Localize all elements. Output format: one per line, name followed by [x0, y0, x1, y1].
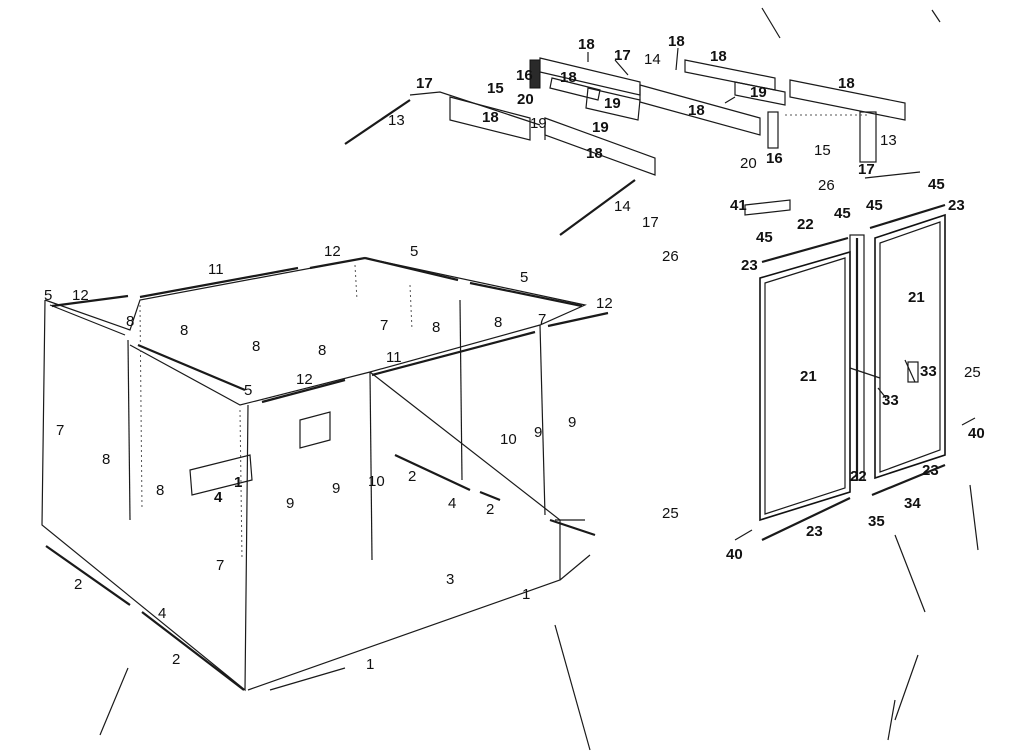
part-label-8: 8 — [102, 451, 110, 468]
part-label-8: 8 — [126, 313, 134, 330]
part-label-17: 17 — [614, 47, 631, 64]
part-label-15: 15 — [814, 142, 831, 159]
part-label-8: 8 — [432, 319, 440, 336]
part-label-20: 20 — [740, 155, 757, 172]
header-assembly — [344, 57, 921, 236]
part-label-45: 45 — [834, 205, 851, 222]
part-label-15: 15 — [487, 80, 504, 97]
part-label-45: 45 — [928, 176, 945, 193]
part-label-17: 17 — [416, 75, 433, 92]
part-label-25: 25 — [662, 505, 679, 522]
part-label-7: 7 — [538, 311, 546, 328]
part-label-14: 14 — [614, 198, 631, 215]
part-label-18: 18 — [838, 75, 855, 92]
part-label-21: 21 — [908, 289, 925, 306]
part-label-19: 19 — [530, 115, 547, 132]
part-label-9: 9 — [534, 424, 542, 441]
part-label-18: 18 — [688, 102, 705, 119]
part-label-12: 12 — [296, 371, 313, 388]
leader-lines — [99, 7, 979, 751]
part-label-8: 8 — [318, 342, 326, 359]
part-label-14: 14 — [644, 51, 661, 68]
part-label-22: 22 — [797, 216, 814, 233]
part-label-18: 18 — [710, 48, 727, 65]
part-label-23: 23 — [922, 462, 939, 479]
part-label-23: 23 — [806, 523, 823, 540]
part-label-9: 9 — [286, 495, 294, 512]
part-label-22: 22 — [850, 468, 867, 485]
enclosure-base — [41, 257, 587, 692]
door-assembly — [734, 199, 976, 541]
part-label-4: 4 — [214, 489, 223, 506]
part-label-40: 40 — [726, 546, 743, 563]
part-label-7: 7 — [56, 422, 64, 439]
part-label-18: 18 — [586, 145, 603, 162]
part-label-5: 5 — [244, 382, 252, 399]
part-label-40: 40 — [968, 425, 985, 442]
part-label-13: 13 — [388, 112, 405, 129]
part-label-23: 23 — [741, 257, 758, 274]
part-label-8: 8 — [494, 314, 502, 331]
part-label-11: 11 — [386, 349, 402, 366]
bottom-tracks — [45, 454, 596, 691]
part-label-18: 18 — [578, 36, 595, 53]
part-label-16: 16 — [766, 150, 783, 167]
part-label-2: 2 — [74, 576, 82, 593]
part-label-2: 2 — [408, 468, 416, 485]
part-label-7: 7 — [380, 317, 388, 334]
part-label-45: 45 — [866, 197, 883, 214]
part-label-18: 18 — [482, 109, 499, 126]
part-label-12: 12 — [72, 287, 89, 304]
part-label-26: 26 — [662, 248, 679, 265]
part-label-33: 33 — [920, 363, 937, 380]
part-label-10: 10 — [500, 431, 517, 448]
part-label-19: 19 — [592, 119, 609, 136]
part-label-19: 19 — [604, 95, 621, 112]
part-label-3: 3 — [446, 571, 454, 588]
part-label-18: 18 — [560, 69, 577, 86]
part-label-35: 35 — [868, 513, 885, 530]
part-label-8: 8 — [156, 482, 164, 499]
part-label-20: 20 — [517, 91, 534, 108]
part-label-8: 8 — [252, 338, 260, 355]
part-label-5: 5 — [520, 269, 528, 286]
part-label-34: 34 — [904, 495, 921, 512]
part-label-13: 13 — [880, 132, 897, 149]
part-label-5: 5 — [44, 287, 52, 304]
part-label-4: 4 — [158, 605, 166, 622]
part-label-16: 16 — [516, 67, 533, 84]
part-label-10: 10 — [368, 473, 385, 490]
part-label-41: 41 — [730, 197, 747, 214]
part-label-23: 23 — [948, 197, 965, 214]
part-label-18: 18 — [668, 33, 685, 50]
part-label-21: 21 — [800, 368, 817, 385]
part-label-1: 1 — [366, 656, 374, 673]
part-label-9: 9 — [568, 414, 576, 431]
part-label-1: 1 — [234, 474, 242, 491]
part-label-17: 17 — [642, 214, 659, 231]
part-label-33: 33 — [882, 392, 899, 409]
part-label-7: 7 — [216, 557, 224, 574]
part-label-9: 9 — [332, 480, 340, 497]
part-label-19: 19 — [750, 84, 767, 101]
part-label-5: 5 — [410, 243, 418, 260]
part-label-25: 25 — [964, 364, 981, 381]
part-label-4: 4 — [448, 495, 456, 512]
part-label-1: 1 — [522, 586, 530, 603]
part-label-11: 11 — [208, 261, 224, 278]
part-label-2: 2 — [172, 651, 180, 668]
part-label-12: 12 — [324, 243, 341, 260]
part-label-12: 12 — [596, 295, 613, 312]
part-label-45: 45 — [756, 229, 773, 246]
part-label-17: 17 — [858, 161, 875, 178]
part-label-26: 26 — [818, 177, 835, 194]
part-label-8: 8 — [180, 322, 188, 339]
part-label-2: 2 — [486, 501, 494, 518]
top-rails — [51, 256, 609, 404]
